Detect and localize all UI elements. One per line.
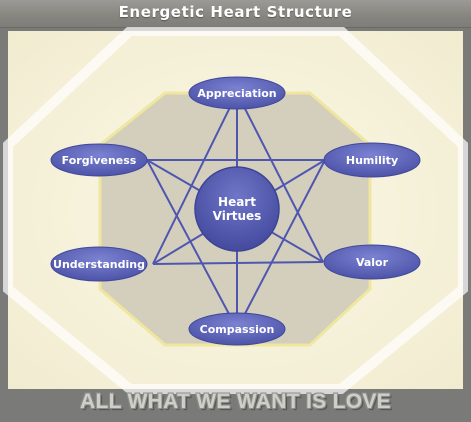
node-humility: Humility	[323, 142, 421, 178]
node-valor-label: Valor	[356, 256, 389, 269]
node-appreciation-shape	[188, 76, 286, 110]
node-valor: Valor	[323, 244, 421, 280]
node-understanding-shape	[50, 246, 148, 282]
title-bar: Energetic Heart Structure	[0, 0, 471, 28]
node-compassion-shape	[188, 312, 286, 346]
line-appreciation-understanding	[152, 92, 238, 265]
node-humility-shape	[323, 142, 421, 178]
node-valor-shape	[323, 244, 421, 280]
node-appreciation: Appreciation	[188, 76, 286, 110]
line-humility-compassion	[236, 159, 326, 330]
connection-lines	[146, 92, 326, 330]
diagram-title: Energetic Heart Structure	[118, 3, 353, 21]
node-understanding: Understanding	[50, 246, 148, 282]
center-node: Heart Virtues	[194, 166, 280, 252]
line-forgiveness-compassion	[146, 159, 238, 330]
node-compassion-label: Compassion	[200, 323, 275, 336]
outer-octagon	[2, 27, 468, 394]
node-appreciation-label: Appreciation	[197, 87, 276, 100]
node-forgiveness-shape	[50, 143, 148, 177]
center-label-line1: Heart	[218, 195, 256, 209]
footer-slogan: ALL WHAT WE WANT IS LOVE	[80, 390, 391, 413]
line-understanding-valor	[152, 261, 324, 265]
center-circle	[194, 166, 280, 252]
center-label-line2: Virtues	[213, 209, 262, 223]
node-understanding-label: Understanding	[53, 258, 145, 271]
node-forgiveness: Forgiveness	[50, 143, 148, 177]
energetic-heart-diagram: Heart Virtues Appreciation Humility Valo…	[2, 27, 468, 394]
node-humility-label: Humility	[346, 154, 398, 167]
line-appreciation-valor	[236, 92, 324, 263]
node-forgiveness-label: Forgiveness	[62, 154, 137, 167]
node-compassion: Compassion	[188, 312, 286, 346]
